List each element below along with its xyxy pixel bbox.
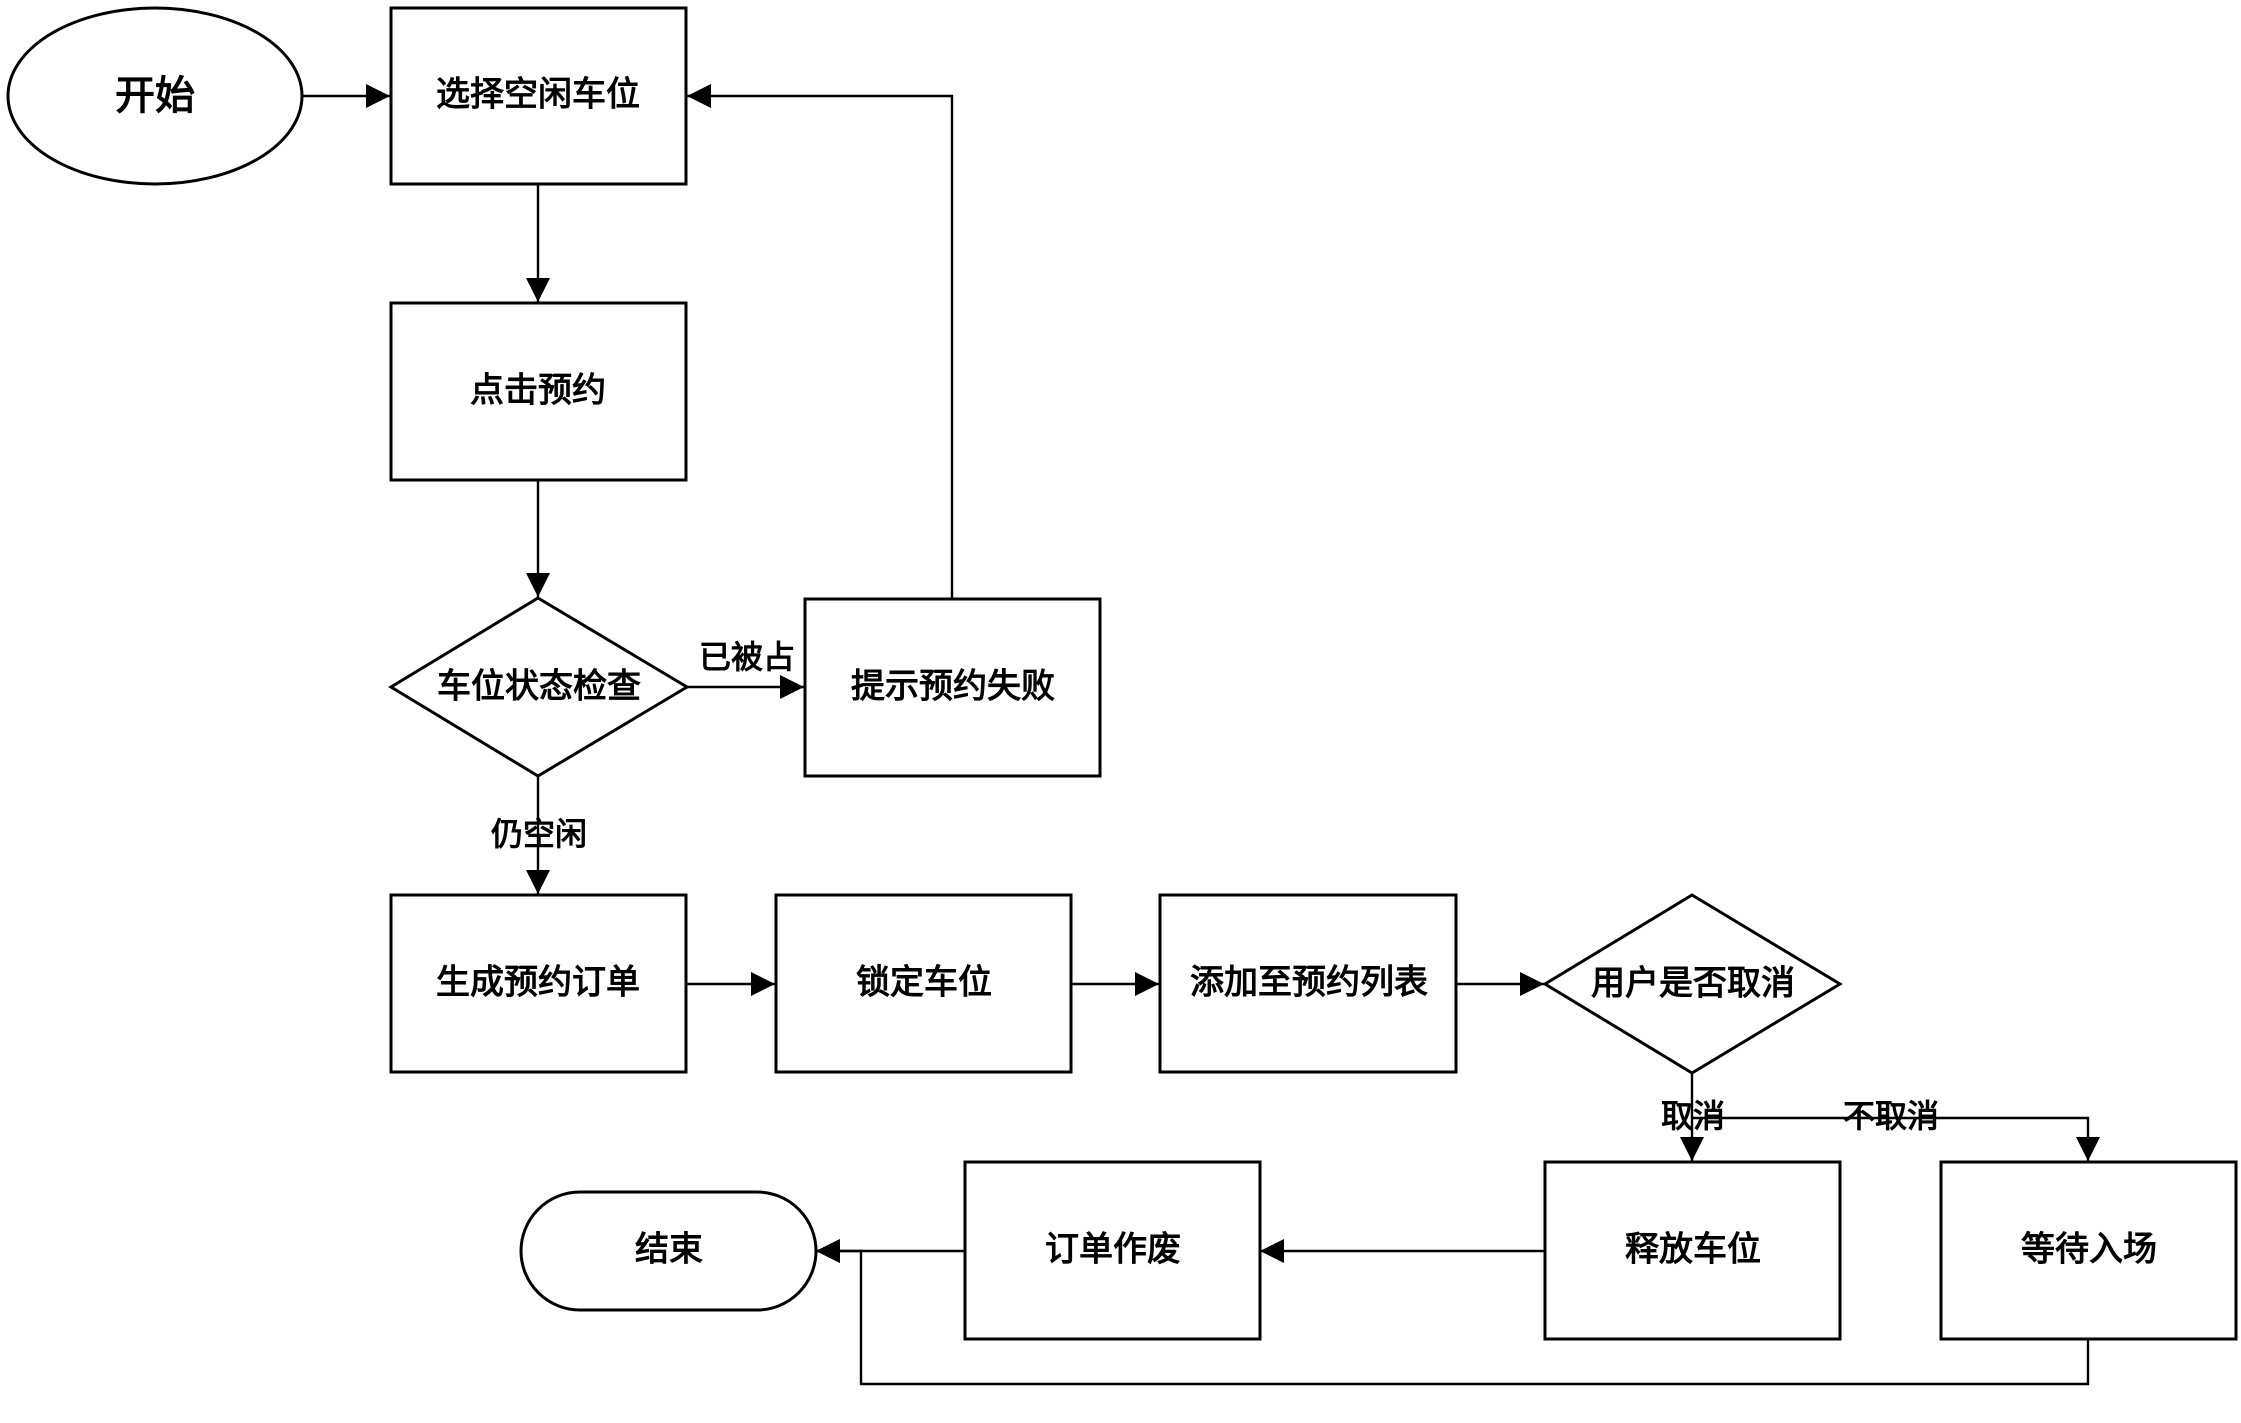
edge-wait-to-end xyxy=(816,1239,2090,1386)
edge-fail-to-select xyxy=(687,84,954,598)
node-create-order: 生成预约订单 xyxy=(389,893,688,1074)
node-end: 结束 xyxy=(519,1190,818,1312)
create-order-box xyxy=(389,893,688,1074)
node-check-status: 车位状态检查 xyxy=(388,596,690,778)
node-release-space: 释放车位 xyxy=(1543,1160,1842,1341)
edge-label-still-free: 仍空闲 xyxy=(491,815,587,853)
reserve-failed-label: 提示预约失败 xyxy=(851,667,1055,707)
node-start: 开始 xyxy=(6,6,304,186)
add-to-list-box xyxy=(1158,893,1458,1074)
edge-label-occupied: 已被占 xyxy=(699,638,795,676)
user-cancel-diamond xyxy=(1542,893,1843,1075)
release-space-box xyxy=(1543,1160,1842,1341)
void-order-box xyxy=(963,1160,1262,1341)
wait-entry-box xyxy=(1939,1160,2238,1341)
check-status-diamond xyxy=(388,596,690,778)
reserve-failed-box xyxy=(803,597,1102,778)
start-terminal-shape xyxy=(6,6,304,186)
wait-entry-label: 等待入场 xyxy=(2021,1230,2157,1270)
lock-space-label: 锁定车位 xyxy=(856,963,992,1003)
node-wait-entry: 等待入场 xyxy=(1939,1160,2238,1341)
start-label: 开始 xyxy=(115,73,195,119)
end-terminal-shape xyxy=(519,1190,818,1312)
void-order-label: 订单作废 xyxy=(1045,1230,1181,1270)
end-label: 结束 xyxy=(635,1230,703,1270)
edge-label-no-cancel: 不取消 xyxy=(1843,1097,1939,1135)
edges xyxy=(302,84,2100,1386)
select-space-label: 选择空闲车位 xyxy=(436,75,640,115)
click-reserve-box xyxy=(389,301,688,482)
edge-label-cancel: 取消 xyxy=(1661,1097,1725,1135)
user-cancel-label: 用户是否取消 xyxy=(1591,964,1795,1004)
check-status-label: 车位状态检查 xyxy=(437,667,641,707)
node-void-order: 订单作废 xyxy=(963,1160,1262,1341)
node-select-space: 选择空闲车位 xyxy=(389,6,688,186)
release-space-label: 释放车位 xyxy=(1625,1230,1761,1270)
lock-space-box xyxy=(774,893,1073,1074)
edge-decision-to-wait xyxy=(1692,1116,2100,1161)
add-to-list-label: 添加至预约列表 xyxy=(1190,963,1428,1003)
node-user-cancel: 用户是否取消 xyxy=(1542,893,1843,1075)
node-lock-space: 锁定车位 xyxy=(774,893,1073,1074)
create-order-label: 生成预约订单 xyxy=(436,963,640,1003)
click-reserve-label: 点击预约 xyxy=(470,371,606,411)
node-add-to-list: 添加至预约列表 xyxy=(1158,893,1458,1074)
select-space-box xyxy=(389,6,688,186)
node-reserve-failed: 提示预约失败 xyxy=(803,597,1102,778)
node-click-reserve: 点击预约 xyxy=(389,301,688,482)
